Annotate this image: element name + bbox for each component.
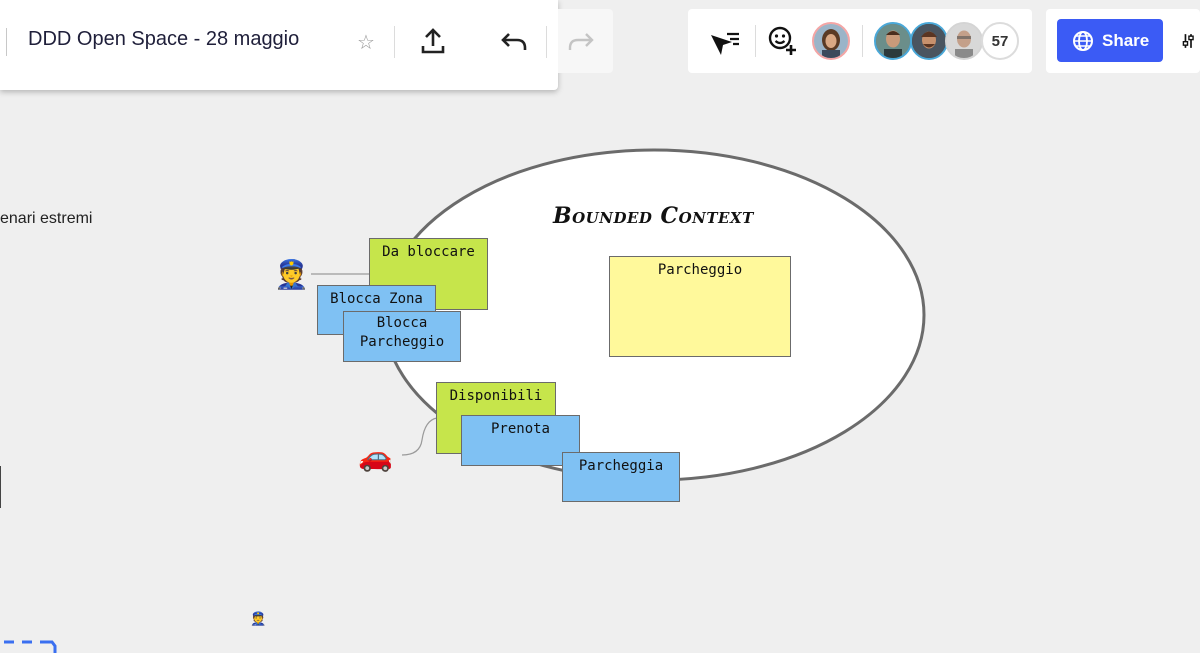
redo-icon[interactable] [566, 29, 596, 55]
bounded-context-title[interactable]: Bounded Context [553, 203, 754, 229]
panel-divider [862, 25, 863, 57]
sticky-note-text: Blocca Parcheggio [359, 315, 445, 350]
police-officer-emoji[interactable]: 👮 [250, 612, 267, 627]
sticky-note-prenota[interactable]: Prenota [461, 415, 580, 466]
avatar[interactable] [910, 22, 948, 60]
panel-divider [755, 25, 756, 57]
add-reaction-icon[interactable] [767, 25, 799, 57]
cursor-icon[interactable] [708, 29, 740, 57]
sticky-note-blocca-parcheggio[interactable]: Blocca Parcheggio [343, 311, 461, 362]
sticky-note-text: Disponibili [449, 388, 543, 404]
frame-label[interactable]: enari estremi [0, 210, 93, 227]
redo-button-box [558, 9, 613, 73]
sticky-note-parcheggio[interactable]: Parcheggio [609, 256, 791, 357]
share-label: Share [1102, 30, 1150, 50]
undo-icon[interactable] [499, 28, 529, 56]
toolbar-divider [546, 26, 547, 58]
board-toolbar: DDD Open Space - 28 maggio ☆ [0, 0, 558, 90]
sticky-note-text: Parcheggio [657, 262, 743, 278]
globe-icon [1072, 30, 1094, 52]
police-officer-emoji[interactable]: 👮 [274, 258, 309, 291]
connector-line [401, 417, 438, 456]
settings-sliders-icon[interactable] [1182, 28, 1200, 54]
star-icon[interactable]: ☆ [357, 30, 375, 54]
sticky-note-text: Blocca Zona [330, 291, 423, 307]
car-emoji[interactable]: 🚗 [358, 440, 393, 473]
share-button[interactable]: Share [1057, 19, 1163, 62]
sticky-note-text: Da bloccare [382, 244, 475, 260]
upload-icon[interactable] [418, 26, 448, 56]
participant-count-badge[interactable]: 57 [981, 22, 1019, 60]
toolbar-divider [6, 28, 7, 56]
sticky-note-parcheggia[interactable]: Parcheggia [562, 452, 680, 502]
toolbar-divider [394, 26, 395, 58]
avatar[interactable] [812, 22, 850, 60]
board-title[interactable]: DDD Open Space - 28 maggio [28, 28, 300, 50]
sticky-note-text: Parcheggia [578, 458, 664, 474]
collaboration-panel [688, 9, 1032, 73]
selection-dashed-edge [4, 640, 57, 653]
sticky-note-text: Prenota [490, 421, 550, 437]
